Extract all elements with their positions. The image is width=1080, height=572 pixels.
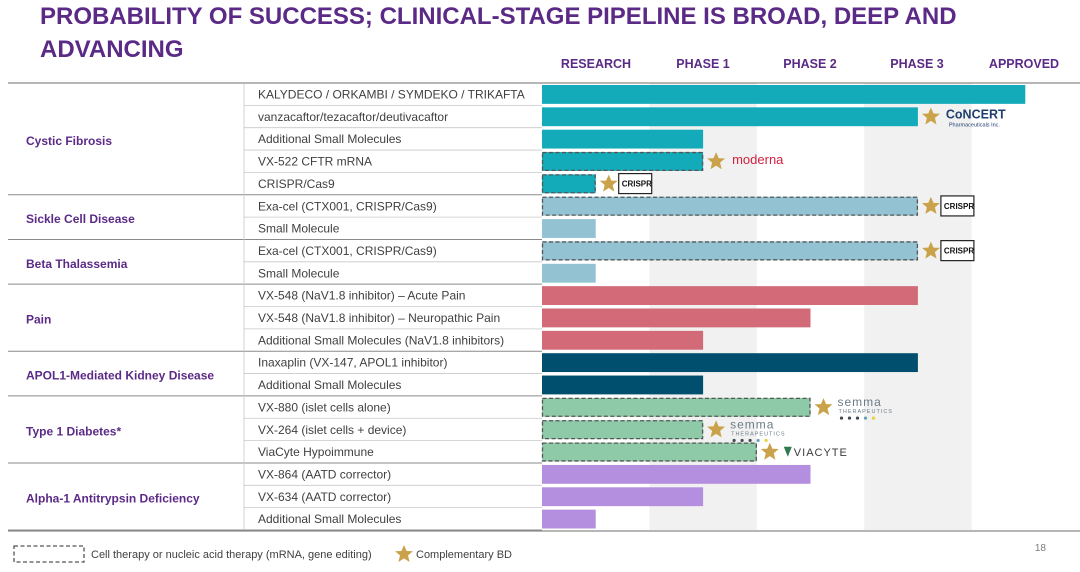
stage-header: RESEARCH <box>561 57 631 71</box>
cell-therapy-outline <box>541 420 704 440</box>
partner-logo-subtext: THERAPEUTICS <box>839 409 893 415</box>
program-bar <box>542 420 704 440</box>
program-label: Exa-cel (CTX001, CRISPR/Cas9) <box>258 199 437 213</box>
semma-dot <box>839 416 844 420</box>
crispr-logo-box <box>940 240 975 262</box>
legend-dashed-label: Cell therapy or nucleic acid therapy (mR… <box>91 549 372 561</box>
program-bar <box>542 219 596 238</box>
cell-therapy-outline <box>541 151 704 172</box>
stage-header: PHASE 3 <box>890 57 944 71</box>
program-bar <box>542 241 918 261</box>
group-label: Sickle Cell Disease <box>26 212 135 226</box>
program-bar <box>542 308 811 328</box>
program-label: Small Molecule <box>258 222 340 236</box>
program-label: Additional Small Molecules (NaV1.8 inhib… <box>258 333 504 347</box>
program-bar <box>542 129 704 149</box>
program-label: CRISPR/Cas9 <box>258 177 335 191</box>
program-label: Additional Small Molecules <box>258 512 401 526</box>
group-label: Cystic Fibrosis <box>26 134 112 148</box>
viacyte-mark-icon <box>783 446 792 457</box>
program-bar <box>542 152 704 171</box>
program-bar <box>542 464 811 484</box>
program-label: VX-548 (NaV1.8 inhibitor) – Neuropathic … <box>258 311 500 325</box>
program-bar <box>542 107 918 127</box>
program-bar <box>542 85 1026 104</box>
program-bar <box>542 286 918 305</box>
semma-dot <box>748 438 752 443</box>
program-label: VX-548 (NaV1.8 inhibitor) – Acute Pain <box>258 289 465 303</box>
program-bar <box>542 509 596 529</box>
group-label: Type 1 Diabetes* <box>26 424 121 438</box>
program-bar <box>542 196 918 216</box>
stage-band <box>864 83 972 530</box>
cell-therapy-outline <box>541 174 596 194</box>
partner-logo-text: semma <box>838 395 882 409</box>
program-bar <box>542 487 704 507</box>
program-bar <box>542 353 918 373</box>
program-bar <box>542 263 596 283</box>
group-label: Alpha-1 Antitrypsin Deficiency <box>26 491 200 505</box>
stage-header: PHASE 2 <box>783 57 837 71</box>
semma-dot <box>740 438 744 443</box>
group-label: Beta Thalassemia <box>26 257 128 271</box>
program-bar <box>542 330 704 350</box>
cell-therapy-outline <box>541 196 919 216</box>
partner-logo-subtext: THERAPEUTICS <box>731 431 785 437</box>
program-label: VX-880 (islet cells alone) <box>258 400 391 414</box>
partner-logo-text: moderna <box>732 152 784 167</box>
star-icon <box>599 174 618 192</box>
cell-therapy-outline <box>541 442 757 462</box>
semma-dot <box>871 416 876 420</box>
stage-header: PHASE 1 <box>676 57 730 71</box>
program-label: vanzacaftor/tezacaftor/deutivacaftor <box>258 110 448 124</box>
cell-therapy-outline <box>541 241 919 261</box>
semma-dot <box>855 416 860 420</box>
program-label: VX-522 CFTR mRNA <box>258 155 372 169</box>
partner-logo-text: CRISPR <box>944 202 974 211</box>
program-bar <box>542 442 757 462</box>
star-icon <box>760 442 779 460</box>
program-label: Exa-cel (CTX001, CRISPR/Cas9) <box>258 244 437 258</box>
program-label: Small Molecule <box>258 266 340 280</box>
semma-dot <box>847 416 852 420</box>
star-icon <box>814 398 833 416</box>
legend-dashed-swatch <box>13 545 85 563</box>
program-label: VX-634 (AATD corrector) <box>258 490 391 504</box>
program-label: Additional Small Molecules <box>258 132 401 146</box>
partner-logo-text: CoNCERT <box>946 108 1006 122</box>
program-label: VX-864 (AATD corrector) <box>258 467 391 481</box>
program-label: VX-264 (islet cells + device) <box>258 423 406 437</box>
group-label: Pain <box>26 313 51 327</box>
program-label: Inaxaplin (VX-147, APOL1 inhibitor) <box>258 356 447 370</box>
stage-band <box>649 83 757 530</box>
program-label: KALYDECO / ORKAMBI / SYMDEKO / TRIKAFTA <box>258 88 525 102</box>
cell-therapy-outline <box>541 397 811 417</box>
legend-star-label: Complementary BD <box>416 549 512 561</box>
star-icon <box>395 545 413 562</box>
stage-header: APPROVED <box>989 57 1059 71</box>
semma-dot <box>732 438 736 443</box>
program-bar <box>542 174 596 194</box>
program-label: Additional Small Molecules <box>258 378 401 392</box>
semma-dot <box>863 416 868 420</box>
partner-logo-text: VIACYTE <box>794 447 848 459</box>
partner-logo-text: CRISPR <box>944 247 974 256</box>
page-title: PROBABILITY OF SUCCESS; CLINICAL-STAGE P… <box>40 3 957 63</box>
partner-logo-text: CRISPR <box>622 180 652 189</box>
crispr-logo-box <box>618 172 653 195</box>
semma-dot <box>756 438 760 443</box>
crispr-logo-box <box>940 195 975 217</box>
semma-dot <box>764 438 768 443</box>
partner-logo-subtext: Pharmaceuticals Inc. <box>949 123 1001 129</box>
program-label: ViaCyte Hypoimmune <box>258 445 374 459</box>
partner-logo-text: semma <box>730 417 774 431</box>
group-label: APOL1-Mediated Kidney Disease <box>26 369 214 383</box>
program-bar <box>542 375 704 395</box>
program-bar <box>542 397 811 417</box>
page-number: 18 <box>1035 543 1047 554</box>
